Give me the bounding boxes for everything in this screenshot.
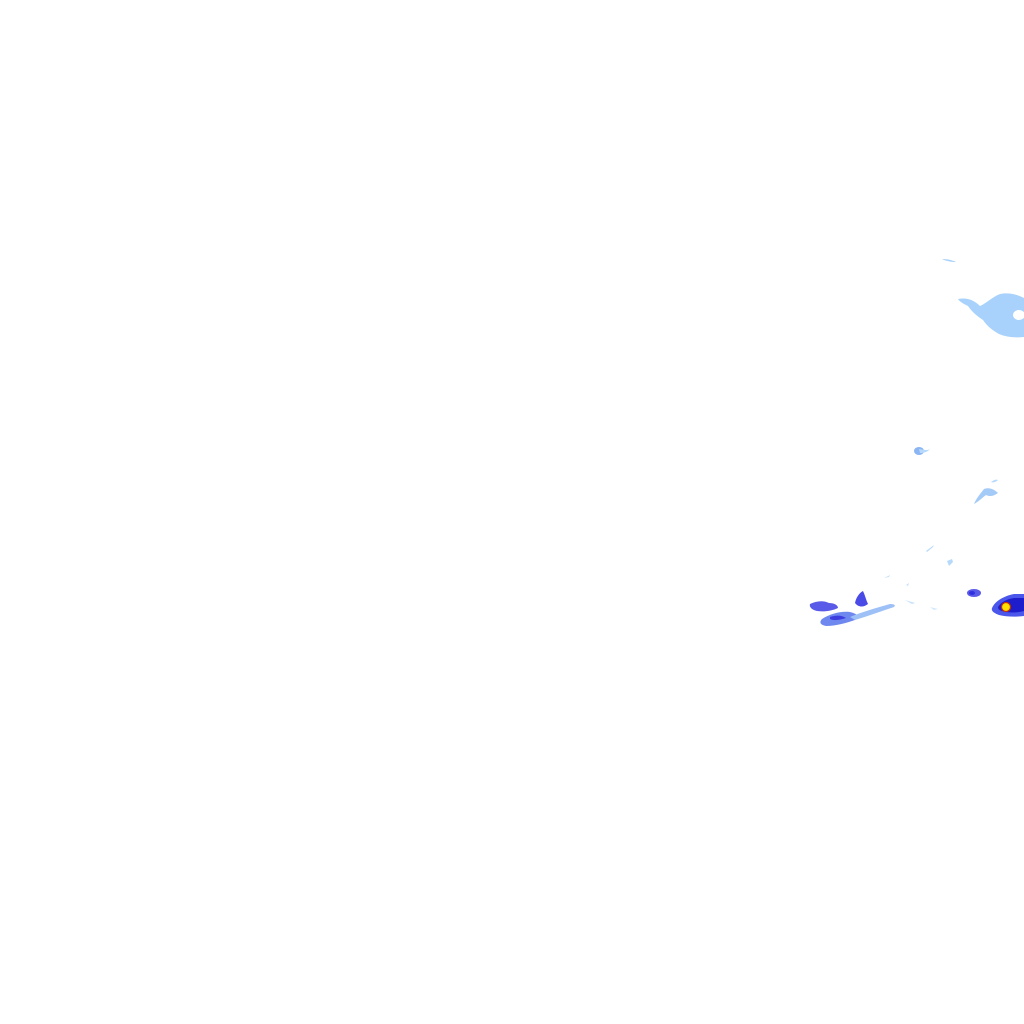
precip-echo (830, 615, 846, 621)
precip-echo (926, 545, 934, 552)
precip-cluster-south (809, 589, 981, 626)
precip-cluster-northeast (942, 259, 1024, 338)
precip-echo (855, 591, 868, 607)
precip-echo (809, 601, 838, 612)
precip-echo (947, 559, 953, 566)
precip-gap (1013, 310, 1024, 320)
precip-echo (930, 607, 938, 610)
precip-echo (969, 591, 975, 595)
precip-echo (850, 604, 895, 620)
precip-echo (914, 447, 924, 455)
precip-core-heavy (991, 594, 1024, 617)
precip-echo (905, 600, 915, 604)
precip-echo (906, 583, 909, 586)
precip-echo-extreme (1000, 601, 1012, 613)
precip-echo (958, 293, 1024, 338)
precip-echo (884, 575, 890, 578)
precip-echo (974, 488, 998, 504)
precip-echo (919, 448, 931, 453)
precip-echo (942, 259, 956, 262)
precip-echo (991, 479, 998, 483)
precip-cluster-east (884, 447, 998, 586)
